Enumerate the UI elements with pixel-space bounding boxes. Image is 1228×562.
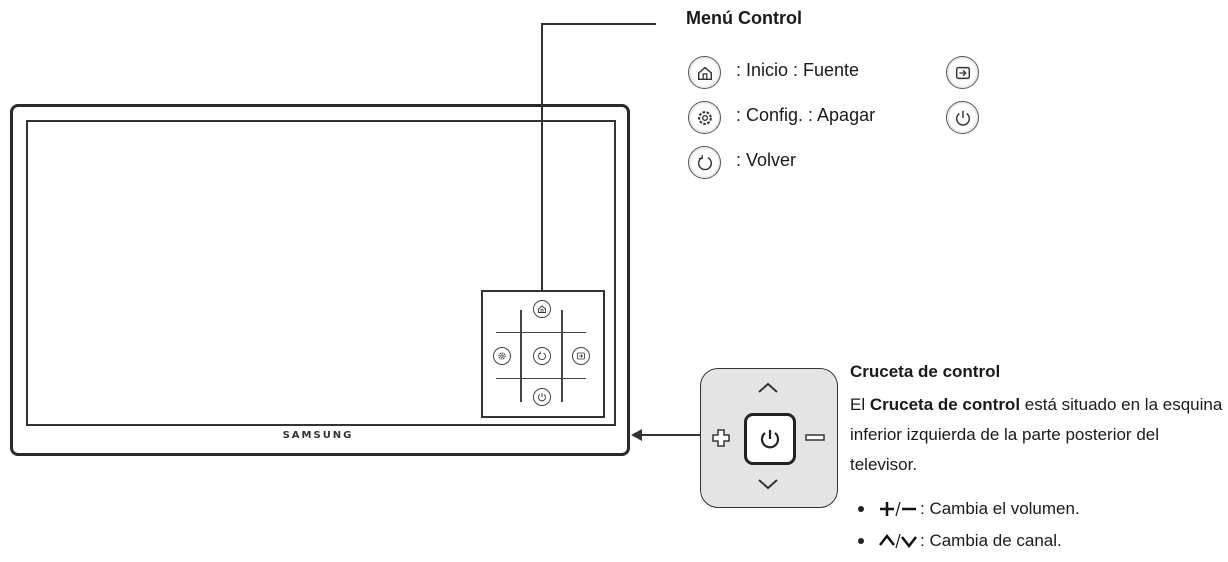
mini-source-icon xyxy=(572,347,590,365)
control-stick-title: Cruceta de control xyxy=(850,362,1001,381)
mini-return-icon xyxy=(533,347,551,365)
bullet-channel: : Cambia de canal. xyxy=(858,531,1062,551)
menu-control-title: Menú Control xyxy=(686,8,802,28)
source-icon xyxy=(946,56,979,89)
bullet-volume: : Cambia el volumen. xyxy=(858,499,1080,519)
home-icon xyxy=(688,56,721,89)
control-stick-description: El Cruceta de control está situado en la… xyxy=(850,395,1223,474)
channel-down-icon xyxy=(758,479,778,490)
volume-down-icon xyxy=(805,434,825,441)
mini-home-icon xyxy=(533,300,551,318)
mini-power-icon xyxy=(533,388,551,406)
legend-row-settings-power: : Config. : Apagar xyxy=(736,105,876,125)
mini-settings-icon xyxy=(493,347,511,365)
settings-icon xyxy=(688,101,721,134)
legend-row-return: : Volver xyxy=(736,150,797,170)
stick-power-icon xyxy=(760,430,780,449)
channel-up-icon xyxy=(758,382,778,393)
return-icon xyxy=(688,146,721,179)
plus-minus-icon xyxy=(880,501,916,517)
up-down-icon xyxy=(879,533,917,549)
pointer-arrow-line xyxy=(640,434,710,436)
callout-line-horizontal xyxy=(541,23,656,25)
power-icon xyxy=(946,101,979,134)
tv-brand-logo: SAMSUNG xyxy=(282,430,354,441)
callout-line-vertical xyxy=(541,23,543,291)
stick-power-button xyxy=(744,413,796,465)
legend-row-home-source: : Inicio : Fuente xyxy=(736,60,860,80)
pointer-arrowhead-icon xyxy=(631,429,642,441)
volume-up-icon xyxy=(712,429,730,447)
